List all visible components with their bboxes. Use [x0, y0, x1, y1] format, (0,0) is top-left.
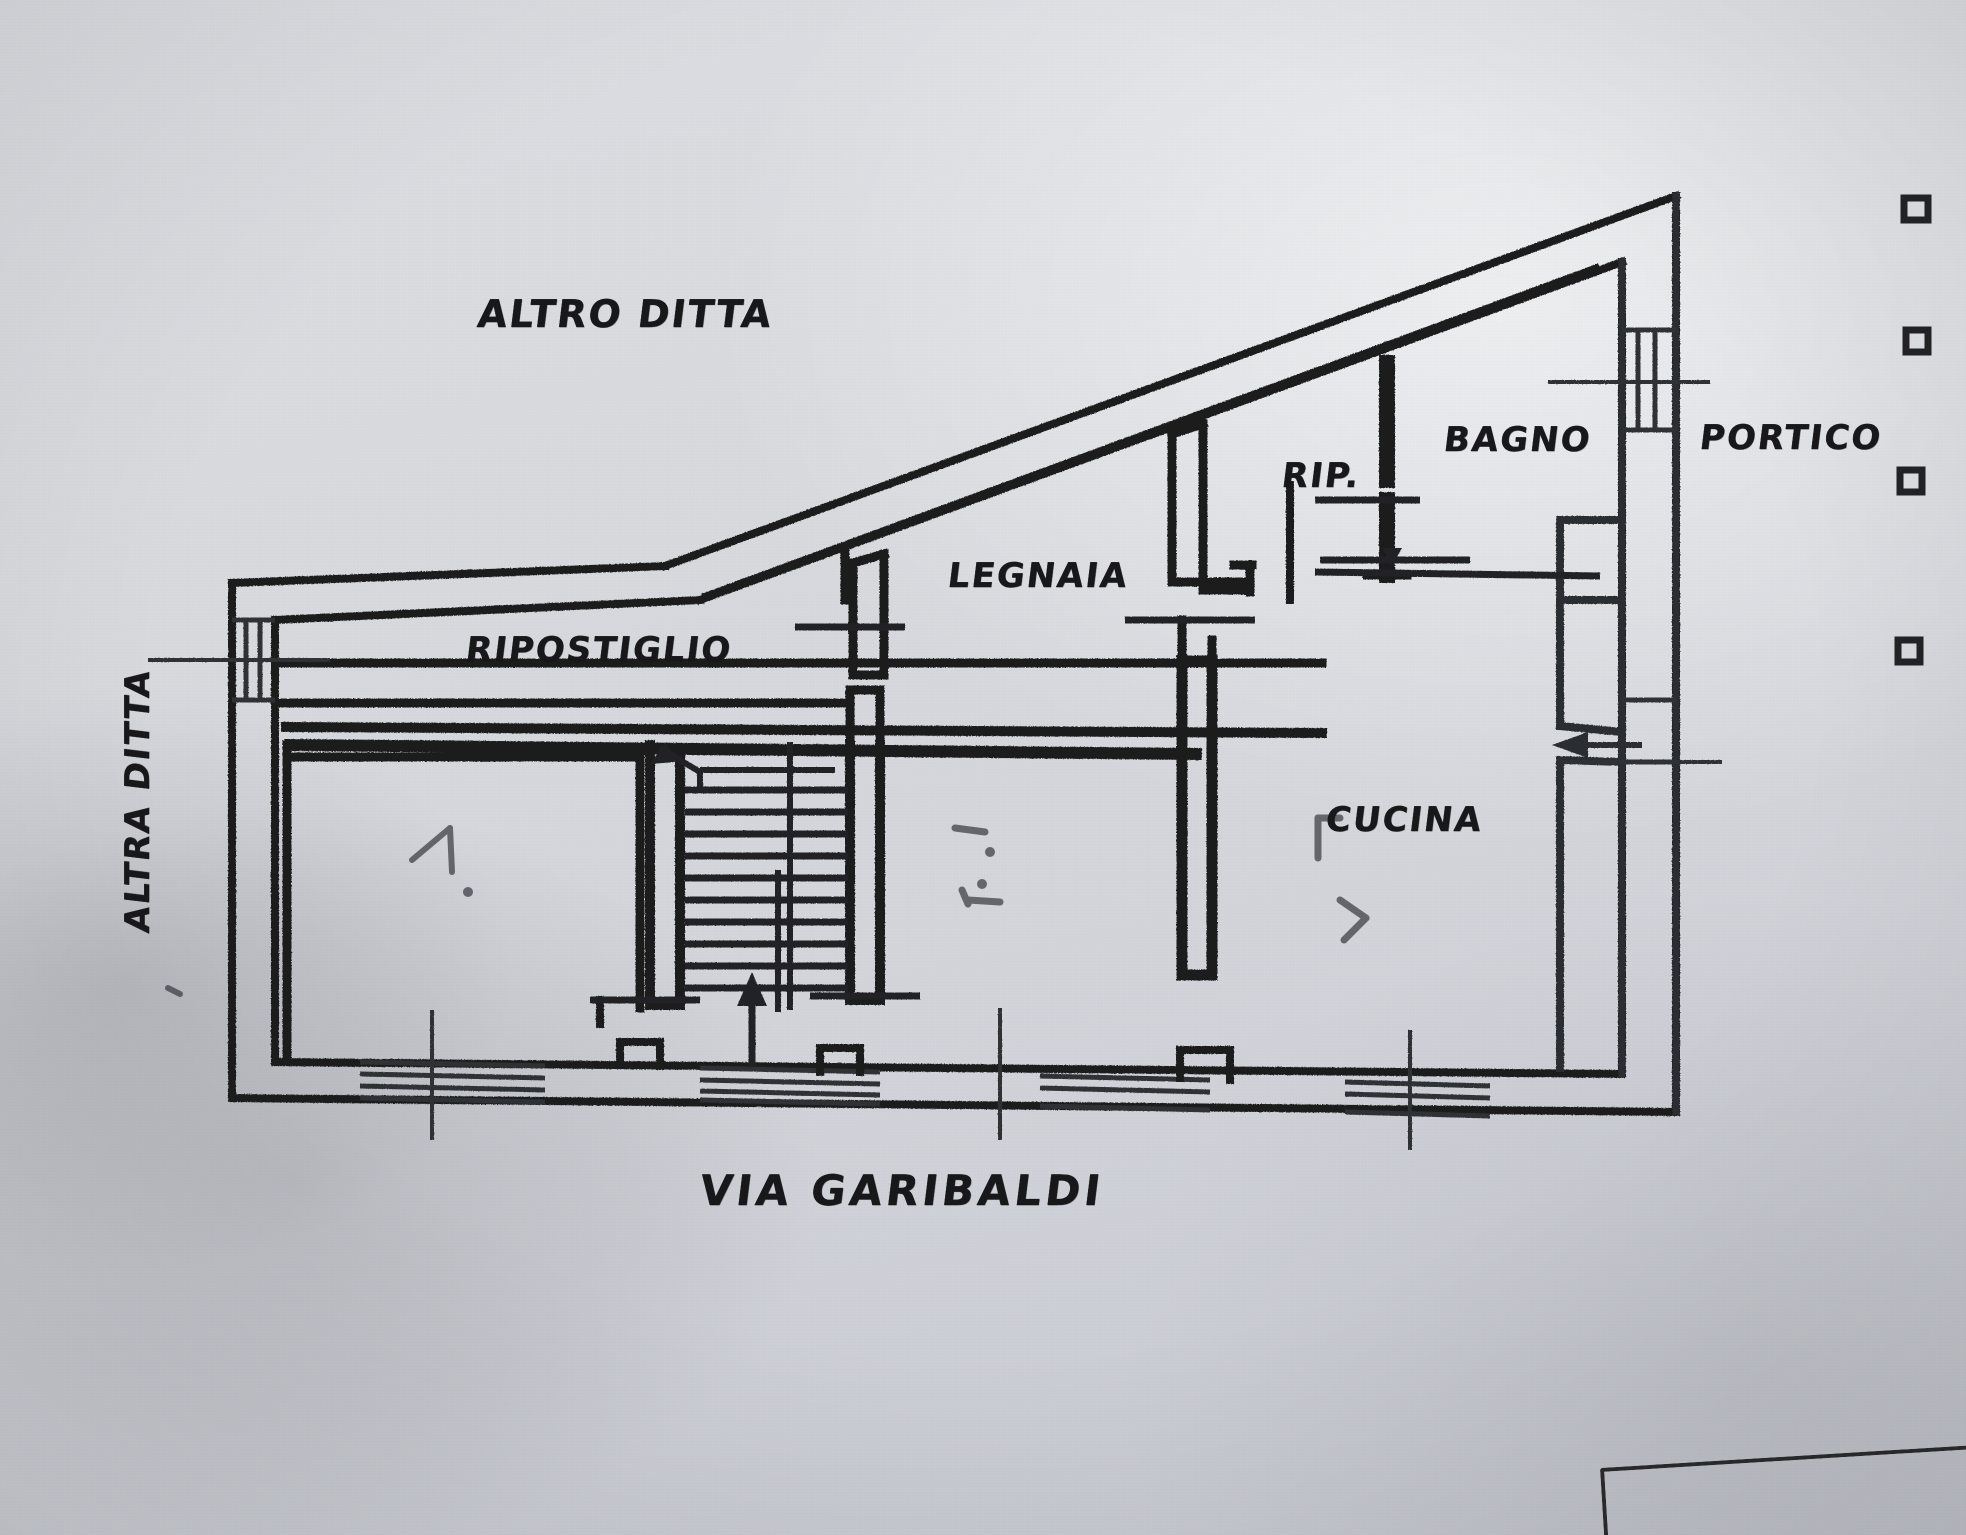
portico-wall: [1618, 192, 1680, 1116]
faint-pencil-marks: [165, 814, 1370, 997]
main-cross-wall: [283, 738, 1203, 761]
margin-mark-2: [1902, 326, 1932, 356]
pencil-mark-bottom-left: [165, 985, 183, 997]
dash-bagno-2: [1314, 568, 1601, 580]
diagonal-boundary-wall: [701, 263, 1601, 601]
partition-legnaia-right: [1166, 418, 1209, 595]
margin-mark-1: [1900, 194, 1932, 224]
pencil-mark-left-room: [409, 825, 455, 875]
label-bagno: BAGNO: [1441, 420, 1594, 460]
margin-mark-4: [1894, 636, 1924, 666]
margin-mark-3: [1896, 466, 1926, 496]
label-altra-ditta: ALTRA DITTA: [118, 666, 158, 935]
label-ripostiglio: RIPOSTIGLIO: [463, 630, 735, 670]
label-portico: PORTICO: [1697, 418, 1885, 458]
window-bottom-2: [699, 1065, 881, 1107]
pencil-mark-cucina: [1314, 814, 1370, 944]
label-via-garibaldi: VIA GARIBALDI: [696, 1166, 1107, 1215]
staircase: [650, 742, 848, 1012]
window-bottom-4: [1344, 1079, 1491, 1119]
corridor-wall: [280, 721, 1328, 739]
window-bottom-1: [359, 1059, 546, 1105]
margin-marks: [1894, 194, 1932, 666]
partition-stair-head: [845, 685, 885, 750]
label-legnaia: LEGNAIA: [945, 556, 1131, 596]
entry-arrows: [737, 732, 1642, 1066]
partition-left-room-right: [282, 740, 645, 1065]
entry-arrow-street-head: [737, 972, 767, 1006]
bottom-wall-jog-2: [816, 1044, 864, 1076]
partition-legnaia-left: [847, 548, 890, 680]
pencil-mark-center-room: [951, 824, 1004, 908]
bottom-wall-jog-1: [616, 1038, 664, 1070]
door-right-wall: [1622, 697, 1676, 765]
bagno-right-wall-jog: [1556, 516, 1626, 604]
label-altro-ditta: ALTRO DITTA: [475, 292, 776, 336]
stair-landing: [697, 767, 835, 790]
bagno-fixture: [1382, 548, 1402, 566]
stair-center-line: [775, 756, 793, 1012]
partition-stair-left: [645, 740, 685, 1010]
partition-stair-right: [845, 740, 885, 1005]
partition-center-vertical: [1176, 654, 1218, 981]
label-rip: RIP.: [1279, 456, 1363, 496]
outer-wall-outline: [227, 190, 1682, 1117]
spine-wall: [271, 658, 1327, 708]
bottom-wall-jog-3: [1176, 1046, 1234, 1084]
partition-stub-c: [1177, 615, 1217, 665]
entry-arrow-portico-head: [1552, 732, 1588, 758]
label-cucina: CUCINA: [1323, 800, 1486, 840]
kitchen-right-wall-jog: [1555, 596, 1627, 1072]
partition-legnaia-right-jog: [1167, 560, 1257, 597]
stair-arrow-head: [650, 742, 676, 764]
